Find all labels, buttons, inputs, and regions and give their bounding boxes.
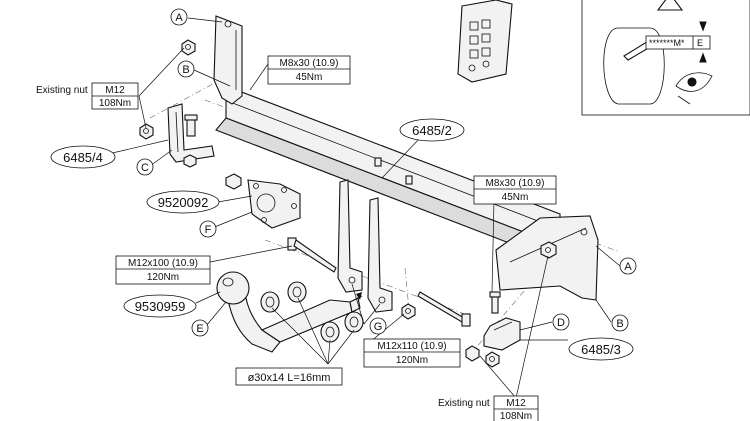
svg-text:B: B [182, 64, 189, 76]
sticker-marking: *******M* [649, 38, 685, 48]
svg-text:6485/3: 6485/3 [581, 342, 621, 357]
callout-f: F [199, 220, 217, 238]
svg-text:108Nm: 108Nm [500, 411, 532, 421]
bolt-m12x100 [287, 237, 337, 273]
svg-text:M8x30 (10.9): M8x30 (10.9) [280, 58, 339, 69]
callout-d: D [552, 313, 570, 331]
svg-text:Existing nut: Existing nut [36, 85, 88, 96]
callout-a-top: A [170, 8, 188, 26]
svg-text:M12: M12 [105, 85, 125, 96]
spec-nut-right: Existing nut M12 108Nm [438, 395, 539, 421]
svg-text:120Nm: 120Nm [147, 272, 179, 283]
callout-a-right: A [619, 257, 637, 275]
tow-ball [216, 271, 361, 353]
spec-spacer: ø30x14 L=16mm [235, 367, 343, 386]
svg-text:45Nm: 45Nm [502, 192, 529, 203]
leader-lines [107, 17, 621, 399]
warning-sticker-panel: *******M* E [581, 0, 750, 116]
svg-text:M12: M12 [506, 398, 526, 409]
spec-bolt-f: M12x100 (10.9) 120Nm [115, 255, 211, 285]
svg-text:ø30x14 L=16mm: ø30x14 L=16mm [248, 372, 331, 384]
svg-text:120Nm: 120Nm [396, 355, 428, 366]
nut-top [181, 39, 196, 56]
hanging-plates [337, 179, 393, 313]
part-number-beam: 6485/2 [399, 118, 465, 142]
svg-text:6485/4: 6485/4 [63, 150, 103, 165]
part-number-left-bracket: 6485/4 [50, 145, 116, 169]
svg-text:45Nm: 45Nm [296, 72, 323, 83]
callout-c: C [136, 158, 154, 176]
svg-text:A: A [175, 12, 183, 24]
svg-text:108Nm: 108Nm [99, 98, 131, 109]
socket-plate [225, 173, 301, 229]
spec-bolt-top: M8x30 (10.9) 45Nm [267, 55, 351, 85]
svg-text:A: A [624, 261, 632, 273]
callout-e: E [191, 319, 209, 337]
svg-text:F: F [205, 224, 212, 236]
warning-triangle-icon [656, 0, 684, 11]
spacers [260, 281, 364, 343]
svg-text:6485/2: 6485/2 [412, 123, 452, 138]
svg-text:9530959: 9530959 [135, 299, 186, 314]
svg-text:M8x30 (10.9): M8x30 (10.9) [486, 178, 545, 189]
callout-g: G [369, 317, 387, 335]
svg-text:D: D [557, 317, 565, 329]
left-side-bracket [213, 15, 243, 105]
sticker-letter: E [697, 38, 703, 48]
svg-text:E: E [196, 323, 203, 335]
eye-icon [675, 72, 713, 105]
part-number-ball: 9530959 [123, 294, 197, 318]
spec-nut-left: Existing nut M12 108Nm [36, 82, 139, 110]
bolt-m12x110 [401, 291, 471, 327]
svg-text:G: G [374, 321, 383, 333]
bracket-d [465, 317, 521, 368]
svg-text:M12x100 (10.9): M12x100 (10.9) [128, 258, 198, 269]
callout-b-top: B [177, 60, 195, 78]
bolt-m8x30-right [489, 291, 501, 314]
connector-module [457, 0, 513, 83]
svg-text:Existing nut: Existing nut [438, 398, 490, 409]
part-number-right-bracket: 6485/3 [568, 337, 634, 361]
part-number-socket-plate: 9520092 [146, 190, 220, 214]
callout-b-right: B [611, 314, 629, 332]
svg-text:M12x110 (10.9): M12x110 (10.9) [377, 341, 446, 352]
svg-text:B: B [616, 318, 623, 330]
spec-bolt-g: M12x110 (10.9) 120Nm [363, 338, 461, 368]
spec-bolt-right: M8x30 (10.9) 45Nm [473, 175, 557, 205]
nut-left [139, 123, 154, 140]
svg-text:C: C [141, 162, 149, 174]
bracket-c [167, 103, 215, 168]
right-side-bracket [495, 215, 599, 301]
svg-text:9520092: 9520092 [158, 195, 209, 210]
